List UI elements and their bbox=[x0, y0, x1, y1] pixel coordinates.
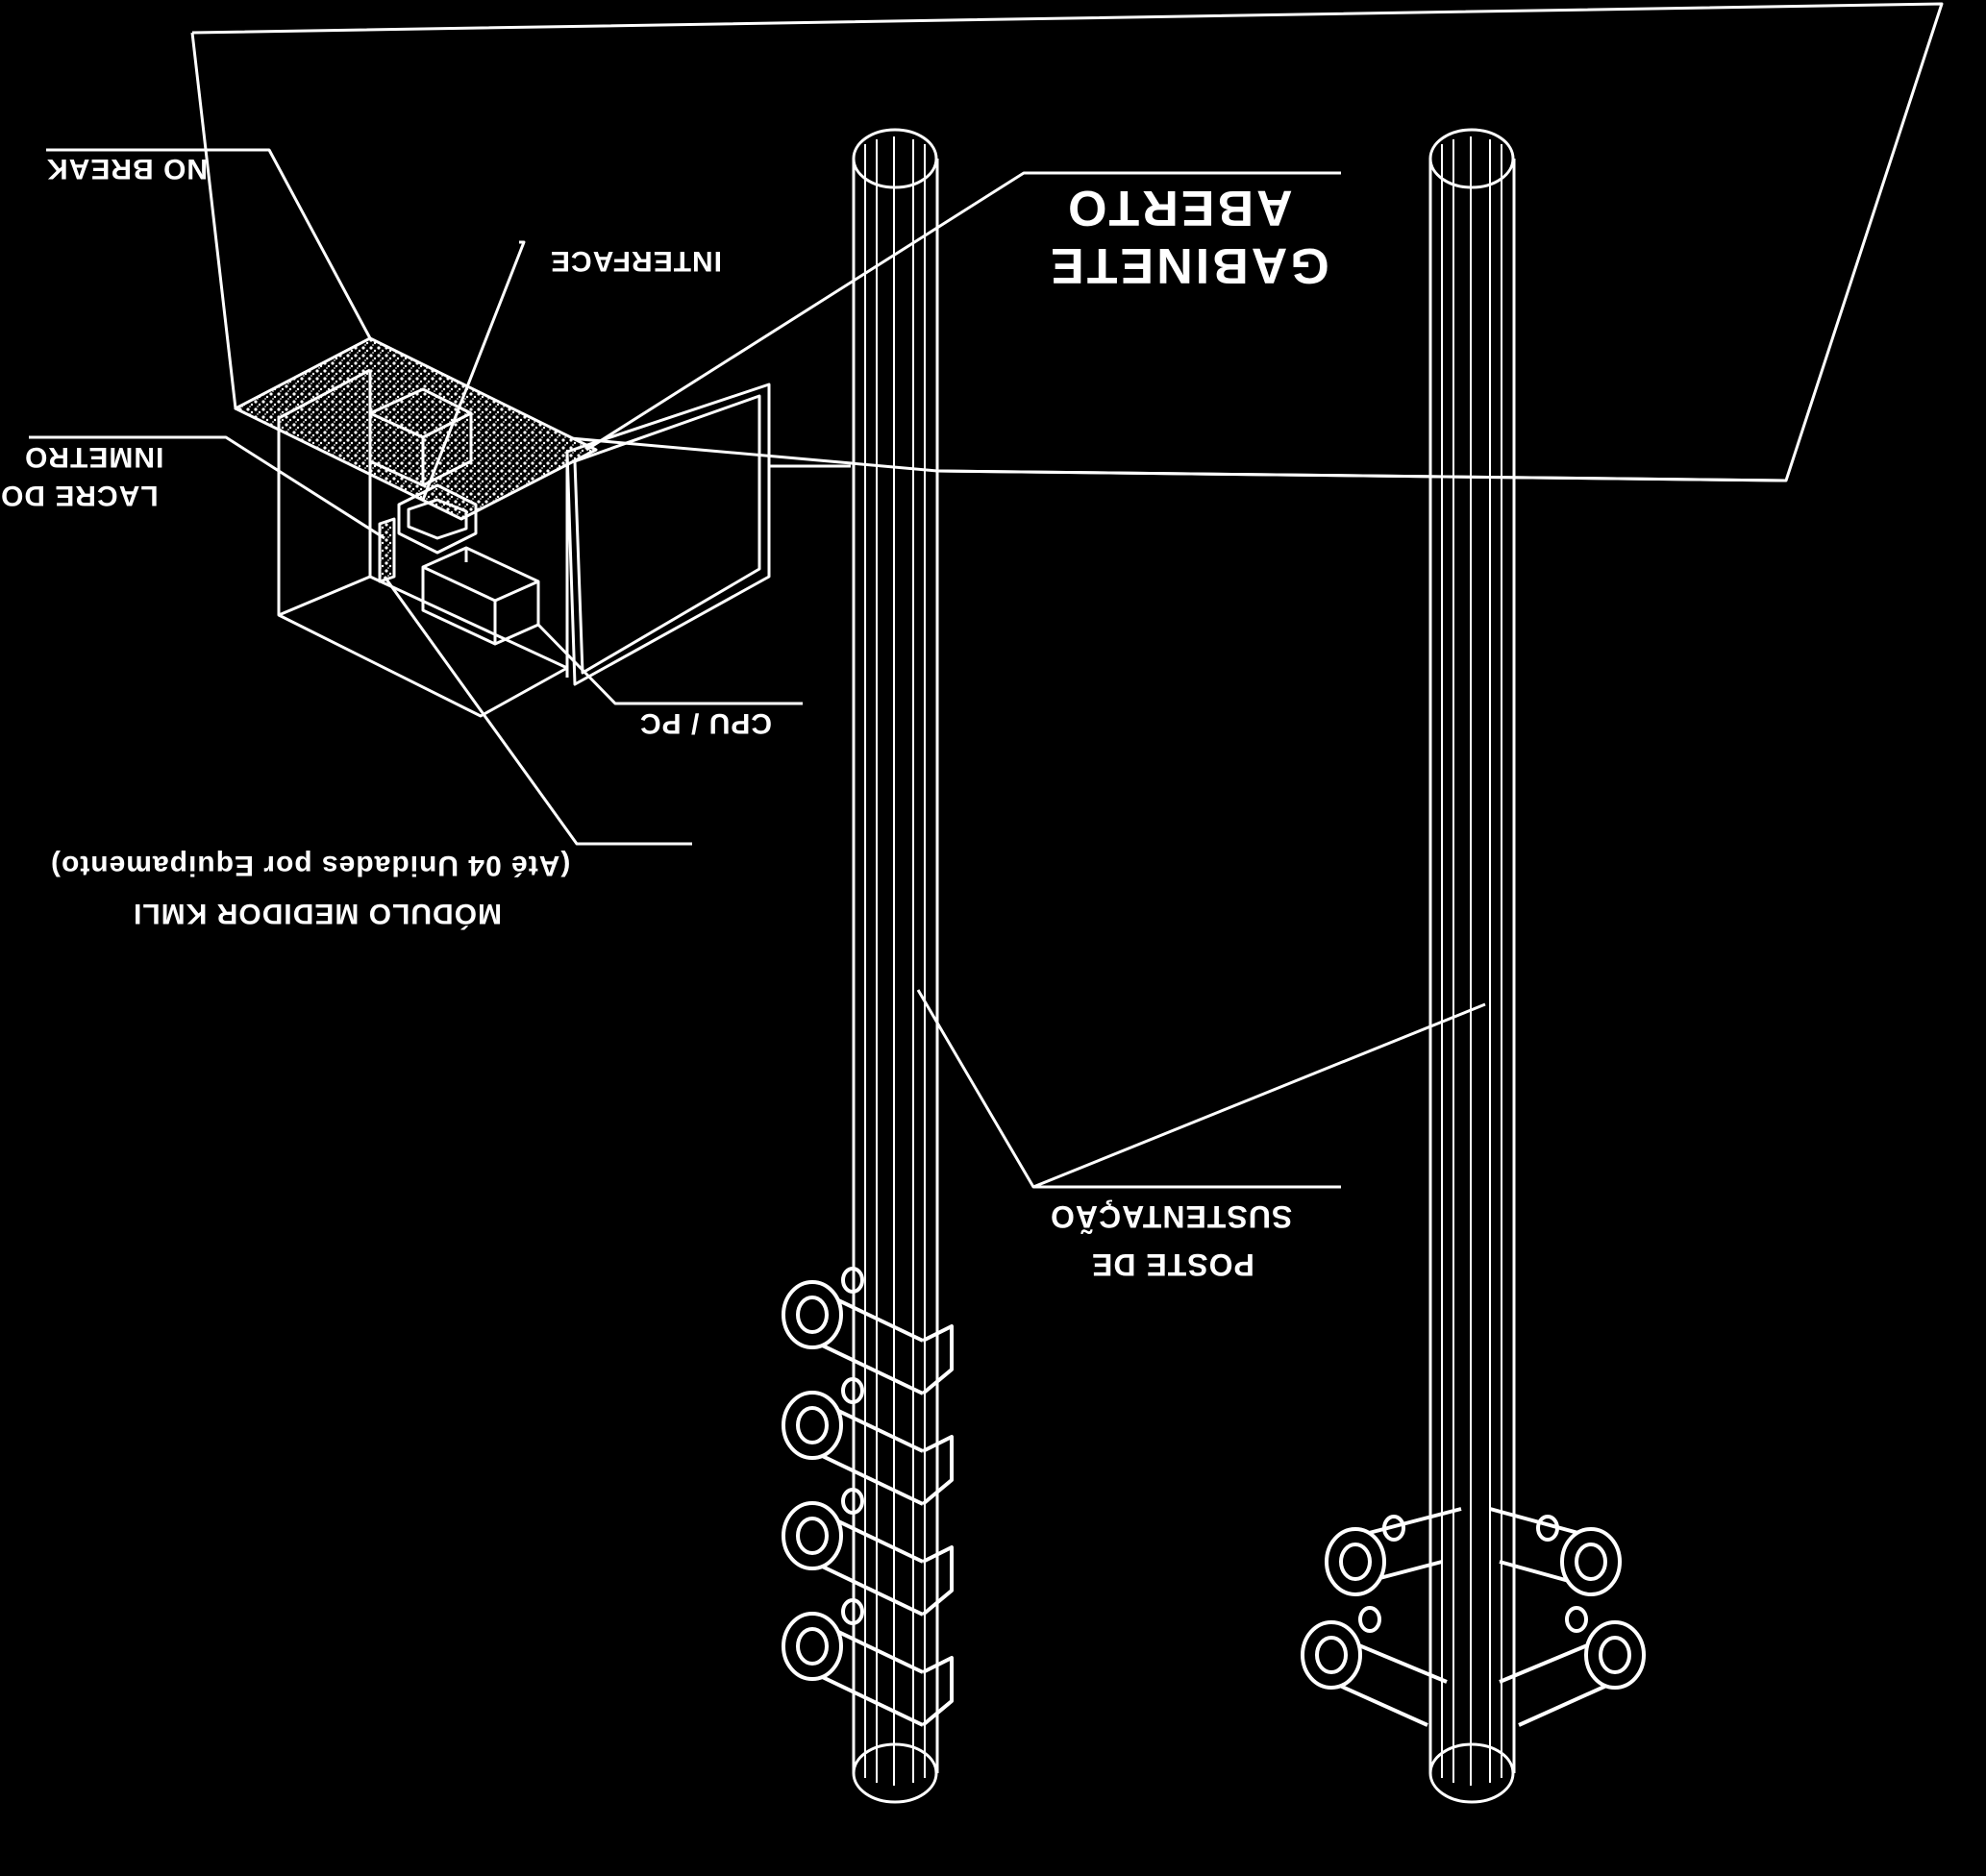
pole-right bbox=[1428, 128, 1516, 1804]
leader-modulo bbox=[383, 576, 692, 846]
pole-left bbox=[852, 128, 939, 1804]
label-inmetro: INMETRO bbox=[24, 441, 164, 473]
label-cpu-pc: CPU / PC bbox=[639, 707, 773, 739]
meter-stack-right bbox=[1301, 1507, 1646, 1727]
leader-gabinete bbox=[585, 171, 1341, 452]
leader-cpu bbox=[536, 623, 803, 705]
leader-lacre bbox=[29, 435, 385, 540]
leader-no-break bbox=[46, 148, 372, 339]
leader-poste-2 bbox=[1032, 1002, 1486, 1189]
label-gabinete: GABINETE bbox=[1048, 237, 1329, 293]
leader-interface bbox=[421, 240, 526, 501]
cabinet-box bbox=[234, 336, 771, 718]
label-poste-de: POSTE DE bbox=[1091, 1247, 1254, 1282]
label-modulo: MÓDULO MEDIDOR KMLI bbox=[133, 898, 502, 929]
label-aberto: ABERTO bbox=[1065, 180, 1293, 235]
meter-stack-left bbox=[782, 1267, 954, 1727]
label-no-break: NO BREAK bbox=[46, 153, 209, 185]
label-interface: INTERFACE bbox=[550, 245, 723, 277]
label-ate-04: (Até 04 Unidades por Equipamento) bbox=[50, 850, 571, 881]
label-lacre-do: LACRE DO bbox=[0, 480, 159, 511]
label-sustentacao: SUSTENTAÇÃO bbox=[1050, 1199, 1293, 1234]
leader-gabinete-3 bbox=[936, 469, 1787, 482]
leader-no-break-2 bbox=[190, 32, 237, 409]
